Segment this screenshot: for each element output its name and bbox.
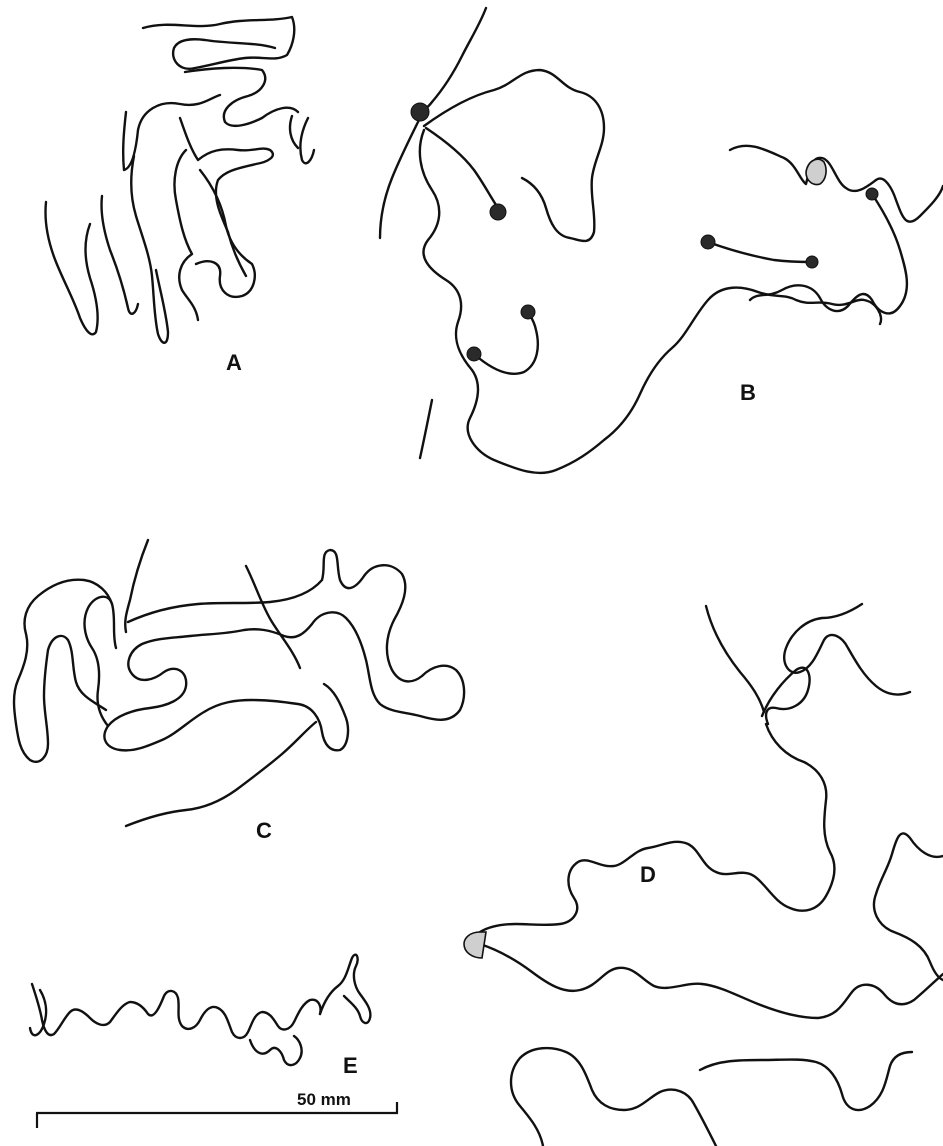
panel-b-trace xyxy=(424,70,604,241)
panel-c-traces xyxy=(14,540,464,826)
panel-b-trace xyxy=(420,400,432,458)
panel-a-trace xyxy=(196,170,255,297)
panel-b-node xyxy=(490,204,506,220)
panel-b-trace xyxy=(730,146,943,222)
panel-e-trace xyxy=(32,984,321,1038)
panel-a-trace xyxy=(101,196,138,314)
panel-b-trace xyxy=(420,8,486,118)
scale-bar-label: 50 mm xyxy=(297,1090,351,1109)
panel-d-trace xyxy=(874,833,943,980)
panel-b-node xyxy=(701,235,715,249)
panel-a-trace xyxy=(300,118,314,163)
panel-a-trace xyxy=(143,17,294,69)
panel-b-trace xyxy=(426,128,498,208)
panel-b-node xyxy=(467,347,481,361)
panel-c-label: C xyxy=(256,818,272,843)
panel-a-trace xyxy=(45,202,97,334)
panel-e-traces xyxy=(30,955,370,1065)
panel-d-trace xyxy=(706,606,764,712)
panel-b-trace xyxy=(474,312,538,374)
panel-c-trace xyxy=(126,722,316,826)
panel-b-tip xyxy=(806,159,826,184)
panel-d-trace xyxy=(480,944,943,1018)
panel-b-node xyxy=(521,305,535,319)
panel-d-tip xyxy=(464,932,486,958)
panel-e-label: E xyxy=(343,1053,358,1078)
panel-b-node xyxy=(806,256,818,268)
panel-a-trace xyxy=(131,156,168,343)
panel-b-traces xyxy=(380,8,943,473)
panel-b-node xyxy=(866,188,878,200)
panel-a-traces xyxy=(45,17,314,343)
panel-e-trace xyxy=(250,1036,302,1065)
panel-d-trace xyxy=(762,668,810,724)
panel-b-trace xyxy=(380,118,420,238)
panel-c-trace xyxy=(246,566,300,668)
panel-d-trace xyxy=(700,1052,912,1110)
panel-a-trace xyxy=(174,150,198,320)
panel-a-label: A xyxy=(226,350,242,375)
panel-b-trace xyxy=(708,242,812,262)
scale-bar: 50 mm xyxy=(36,1090,398,1128)
panel-c-trace xyxy=(14,580,112,762)
panel-e-trace xyxy=(320,955,370,1023)
panel-a-trace xyxy=(185,68,298,126)
panel-d-trace xyxy=(511,1048,716,1146)
panel-a-trace xyxy=(290,116,298,148)
panel-d-trace xyxy=(784,604,910,694)
panel-c-trace xyxy=(104,550,464,750)
panel-a-trace xyxy=(180,118,273,276)
panel-b-node xyxy=(411,103,429,121)
panel-d-traces xyxy=(480,604,943,1146)
panel-b-label: B xyxy=(740,380,756,405)
panel-a-trace xyxy=(123,95,220,170)
panel-d-trace xyxy=(480,724,834,932)
panel-d-label: D xyxy=(640,862,656,887)
